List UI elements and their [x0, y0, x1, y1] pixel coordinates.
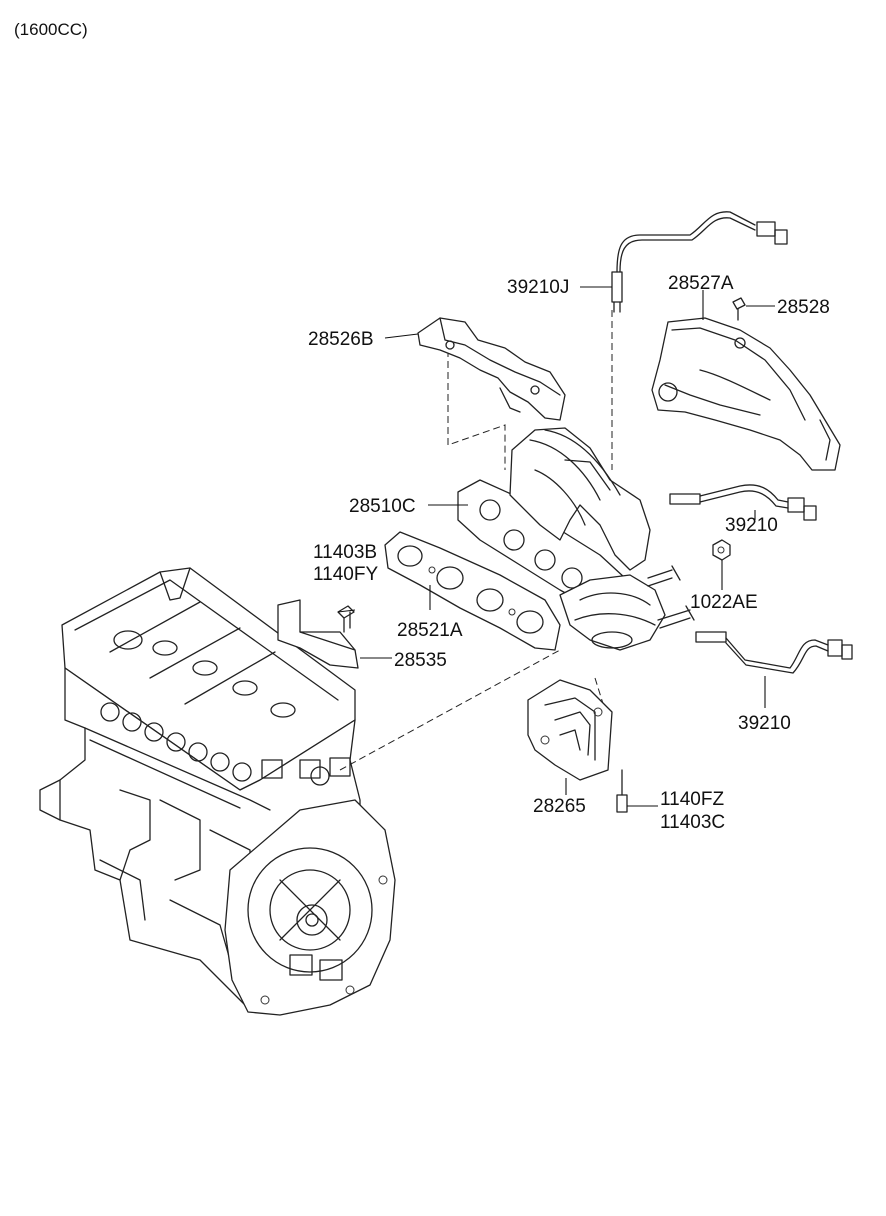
- nut-drawing-icon: [712, 539, 731, 561]
- leader-lines: [337, 286, 775, 807]
- exhaust-manifold-drawing-icon: [457, 427, 695, 651]
- callout-11403B: 11403B: [313, 542, 377, 563]
- callout-39210J: 39210J: [507, 277, 569, 298]
- bolt-drawing-icon: [616, 769, 628, 813]
- manifold-gasket-drawing-icon: [384, 531, 561, 651]
- callout-1140FZ: 1140FZ: [660, 789, 724, 810]
- oxygen-sensor-drawing-icon: [695, 631, 853, 674]
- bolt-drawing-icon: [337, 605, 355, 633]
- callout-39210-upper: 39210: [725, 515, 778, 536]
- callout-1022AE: 1022AE: [690, 592, 758, 613]
- callout-28535: 28535: [394, 650, 447, 671]
- callout-28526B: 28526B: [308, 329, 374, 350]
- callout-28528: 28528: [777, 297, 830, 318]
- callout-28527A: 28527A: [668, 273, 734, 294]
- callout-39210-lower: 39210: [738, 713, 791, 734]
- engine-displacement-label: (1600CC): [14, 20, 88, 39]
- lower-heat-protector-drawing-icon: [527, 679, 613, 781]
- callout-28510C: 28510C: [349, 496, 416, 517]
- oxygen-sensor-drawing-icon: [611, 211, 788, 313]
- heat-shield-drawing-icon: [417, 317, 566, 421]
- heat-protector-drawing-icon: [651, 297, 841, 471]
- callout-28265: 28265: [533, 796, 586, 817]
- callout-28521A: 28521A: [397, 620, 463, 641]
- engine-block-drawing-icon: [39, 567, 396, 1016]
- callout-1140FY: 1140FY: [313, 564, 378, 585]
- callout-labels: 39210J 28527A 28528 28526B 28510C 39210 …: [308, 273, 830, 833]
- callout-11403C: 11403C: [660, 812, 725, 833]
- oxygen-sensor-drawing-icon: [669, 484, 817, 521]
